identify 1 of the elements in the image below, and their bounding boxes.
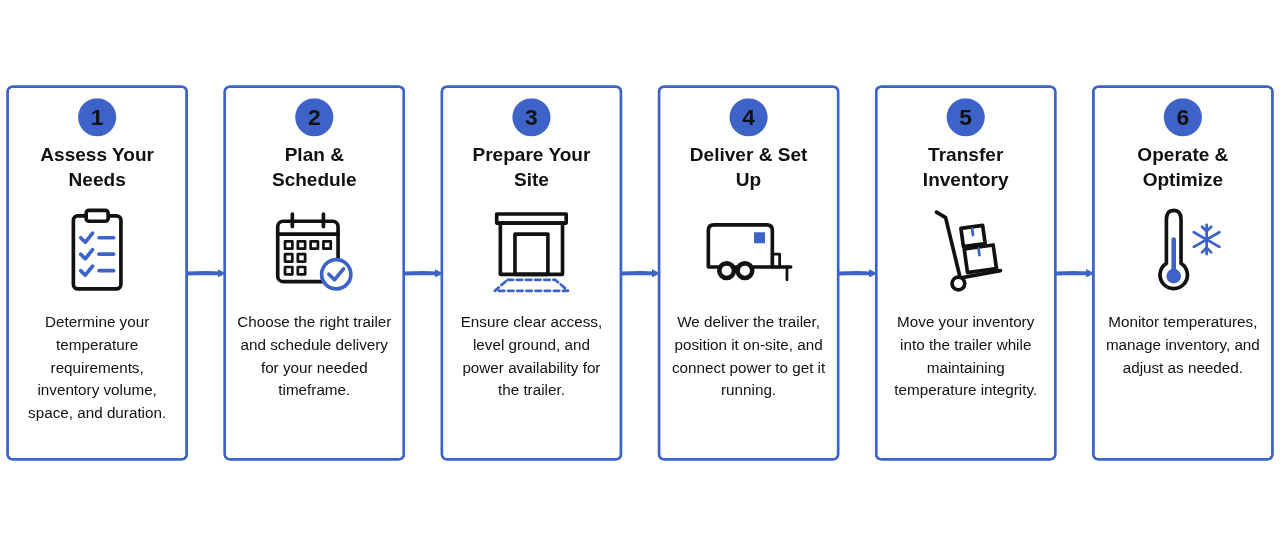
arrow [621, 269, 660, 278]
